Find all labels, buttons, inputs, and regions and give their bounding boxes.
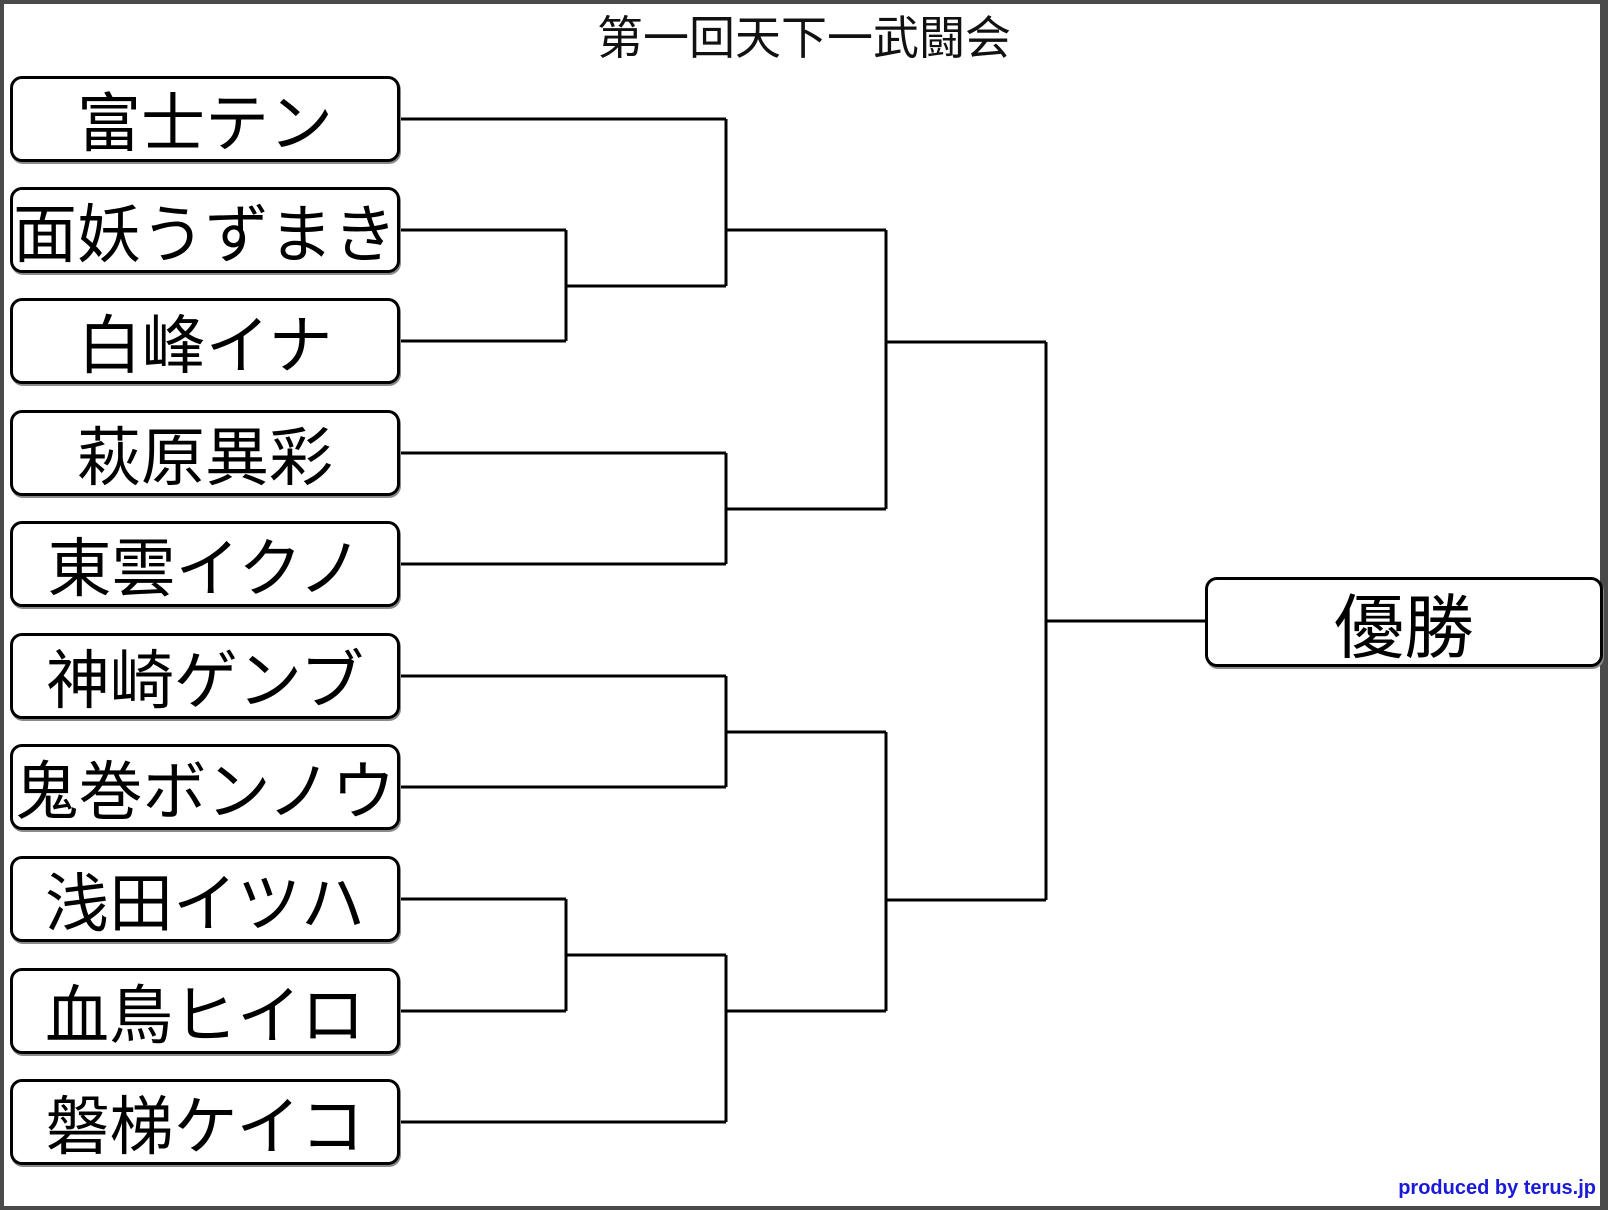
champion-box: 優勝 [1205,577,1603,669]
entrant-box-7: 鬼巻ボンノウ [10,744,400,830]
entrant-box-8: 浅田イツハ [10,856,400,942]
entrant-box-3: 白峰イナ [10,298,400,384]
tournament-title: 第一回天下一武闘会 [597,11,1011,65]
entrant-box-2: 面妖うずまき [10,187,400,273]
entrant-box-9: 血鳥ヒイロ [10,968,400,1054]
entrant-box-4: 萩原異彩 [10,410,400,496]
entrant-box-1: 富士テン [10,76,400,162]
entrant-box-5: 東雲イクノ [10,521,400,607]
entrant-box-10: 磐梯ケイコ [10,1079,400,1165]
entrant-box-6: 神崎ゲンブ [10,633,400,719]
credit-link[interactable]: produced by terus.jp [1398,1177,1596,1199]
